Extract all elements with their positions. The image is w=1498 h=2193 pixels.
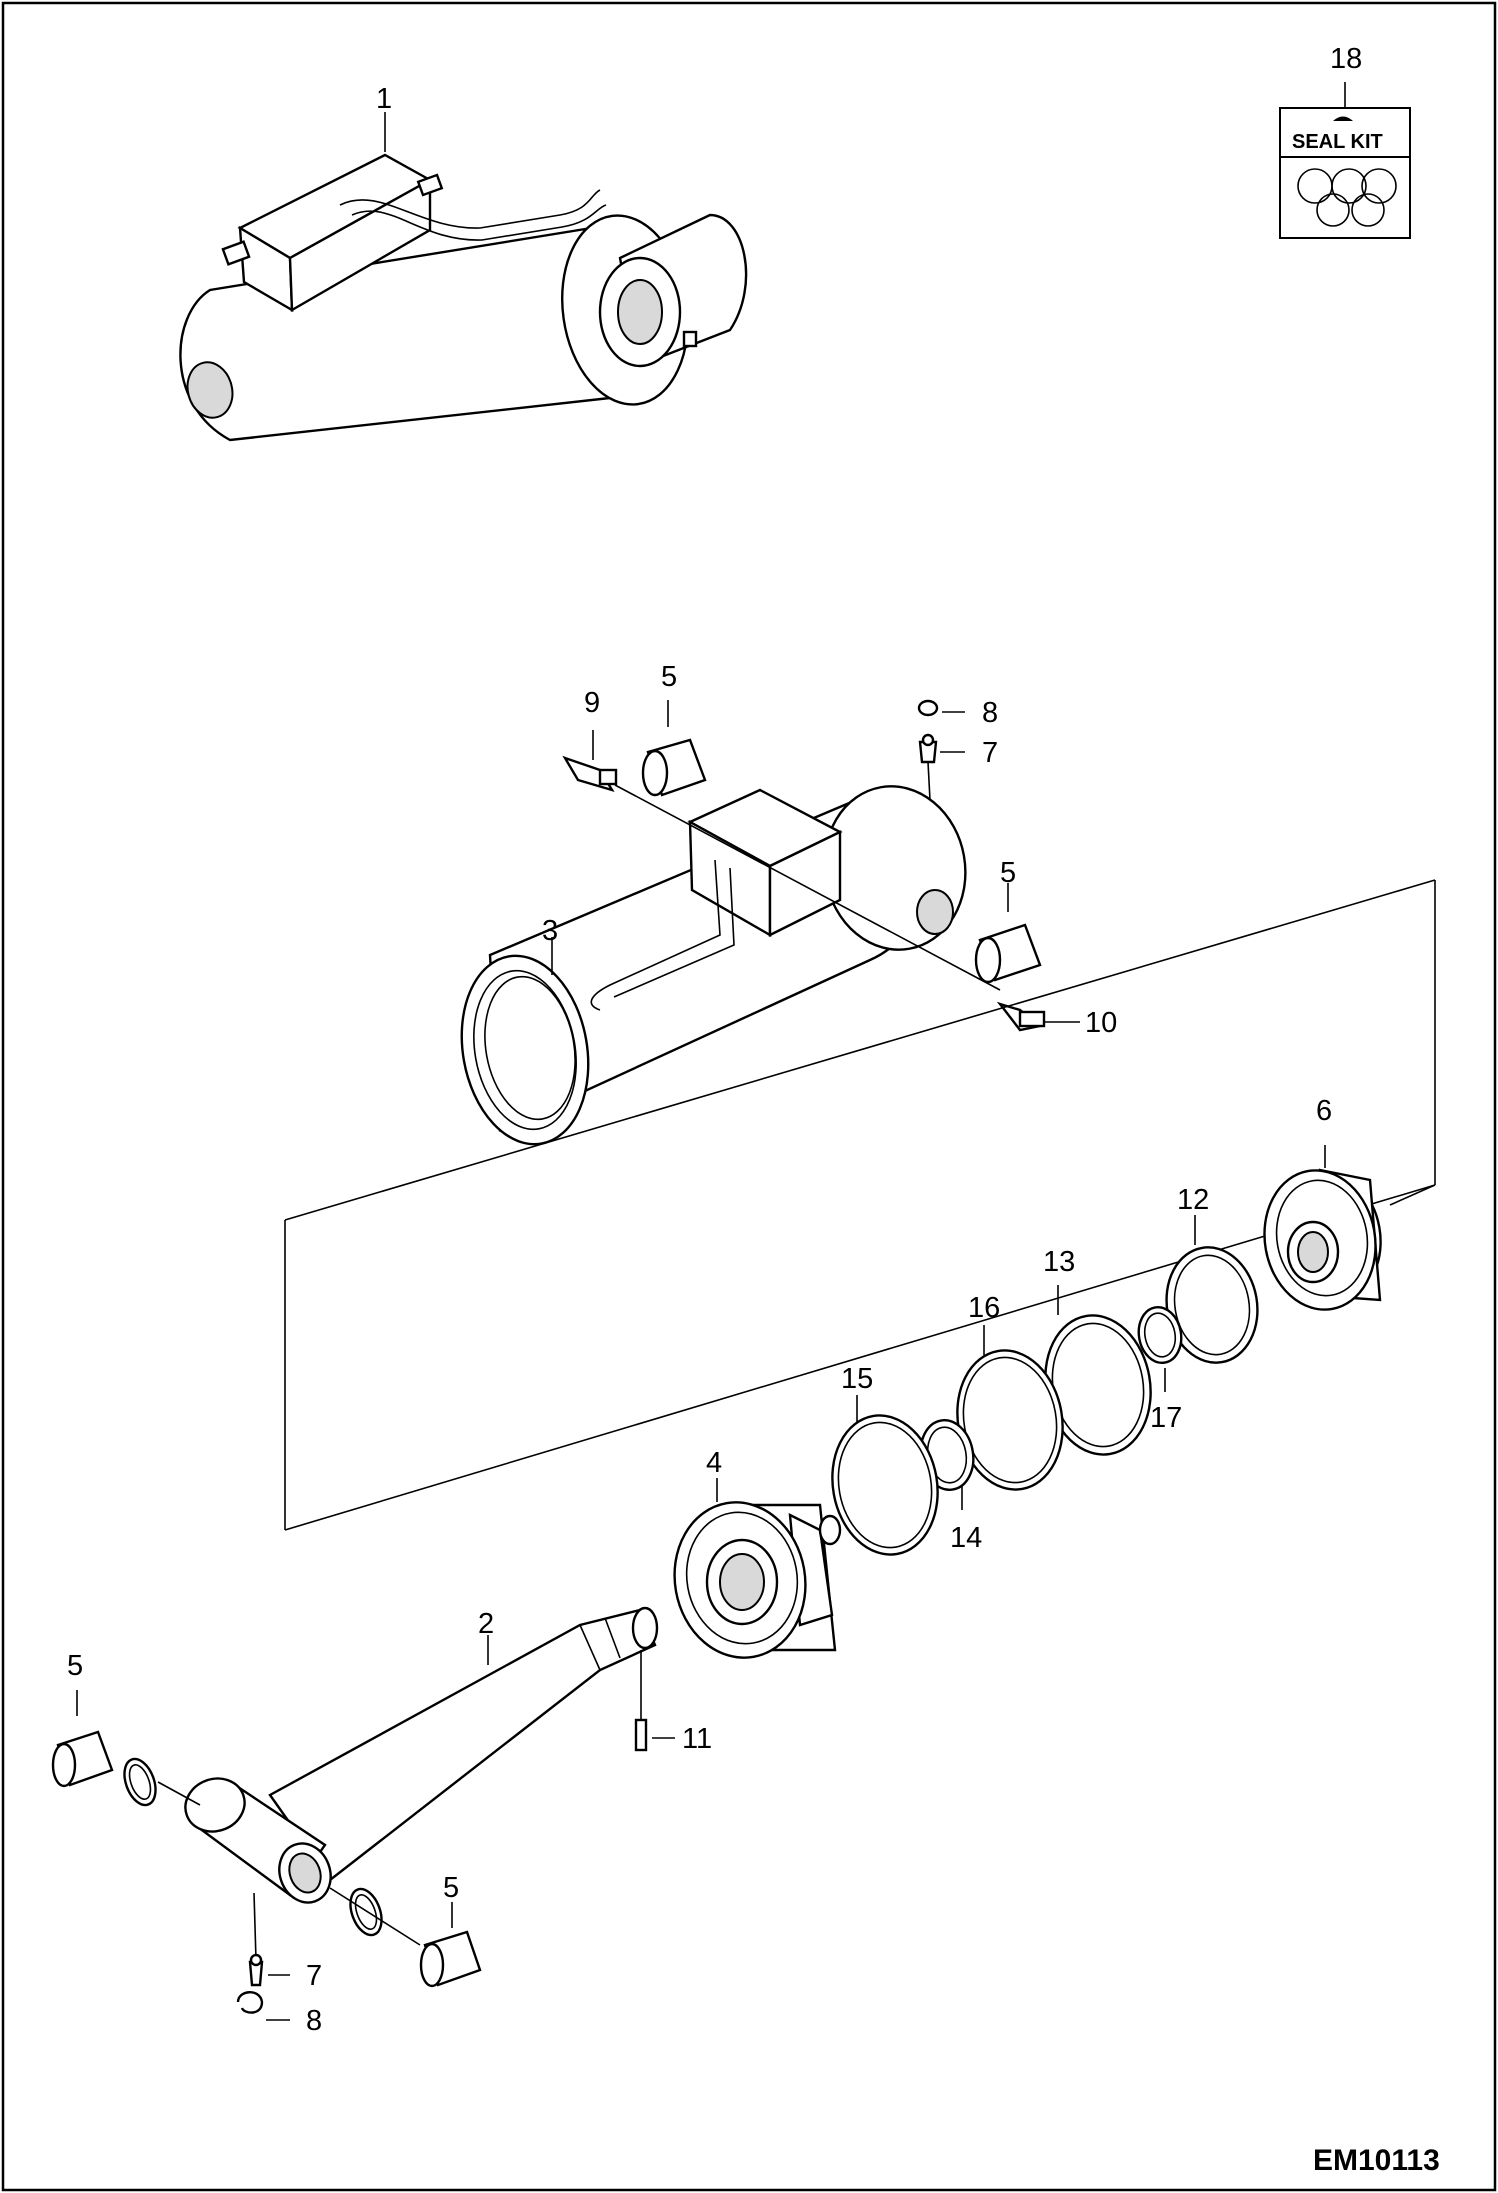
callout-7-lower: 7 bbox=[306, 1960, 322, 1992]
gland-part bbox=[1263, 1145, 1382, 1311]
callout-8-upper: 8 bbox=[982, 697, 998, 729]
bushing-lower-left bbox=[51, 1690, 157, 1807]
callout-5-upper-left: 5 bbox=[661, 661, 677, 693]
callout-10: 10 bbox=[1085, 1007, 1117, 1039]
callout-5-upper-right: 5 bbox=[1000, 857, 1016, 889]
ring-17 bbox=[1137, 1305, 1183, 1392]
grease-fitting-7-upper bbox=[918, 733, 965, 801]
barrel-part bbox=[460, 785, 967, 1146]
fitting-9 bbox=[562, 730, 1001, 991]
callout-4: 4 bbox=[706, 1447, 722, 1479]
callout-1: 1 bbox=[376, 83, 392, 115]
callout-18: 18 bbox=[1330, 43, 1362, 75]
callout-11: 11 bbox=[682, 1723, 712, 1755]
callout-12: 12 bbox=[1177, 1184, 1209, 1216]
seal-kit-icon bbox=[1279, 82, 1411, 239]
rod-part bbox=[157, 1606, 659, 1961]
seal-kit-label: SEAL KIT bbox=[1292, 131, 1383, 153]
callout-8-lower: 8 bbox=[306, 2005, 322, 2037]
callout-5-lower-right: 5 bbox=[443, 1872, 459, 1904]
callout-15: 15 bbox=[841, 1363, 873, 1395]
callout-16: 16 bbox=[968, 1292, 1000, 1324]
callout-14: 14 bbox=[950, 1522, 982, 1554]
ring-15 bbox=[831, 1395, 939, 1556]
callout-3: 3 bbox=[542, 915, 558, 947]
fitting-10 bbox=[996, 1001, 1080, 1032]
callout-13: 13 bbox=[1043, 1246, 1075, 1278]
assembly-bracket-lines bbox=[284, 879, 1436, 1531]
callout-17: 17 bbox=[1150, 1402, 1182, 1434]
bushing-upper-right bbox=[974, 883, 1042, 984]
cap-8-lower bbox=[236, 1991, 290, 2021]
diagram-code: EM10113 bbox=[1313, 2144, 1440, 2177]
callout-5-lower-left: 5 bbox=[67, 1650, 83, 1682]
callout-6: 6 bbox=[1316, 1095, 1332, 1127]
grease-fitting-7-lower bbox=[248, 1953, 290, 1987]
callout-7-upper: 7 bbox=[982, 737, 998, 769]
callout-9: 9 bbox=[584, 687, 600, 719]
bushing-upper-left bbox=[641, 700, 707, 797]
setscrew-11 bbox=[634, 1650, 675, 1752]
bushing-lower-right bbox=[349, 1887, 482, 1988]
cylinder-assembly bbox=[179, 112, 748, 442]
cap-8-upper bbox=[917, 699, 965, 717]
piston-part bbox=[673, 1478, 842, 1659]
callout-2: 2 bbox=[478, 1608, 494, 1640]
ring-13 bbox=[1044, 1285, 1152, 1456]
